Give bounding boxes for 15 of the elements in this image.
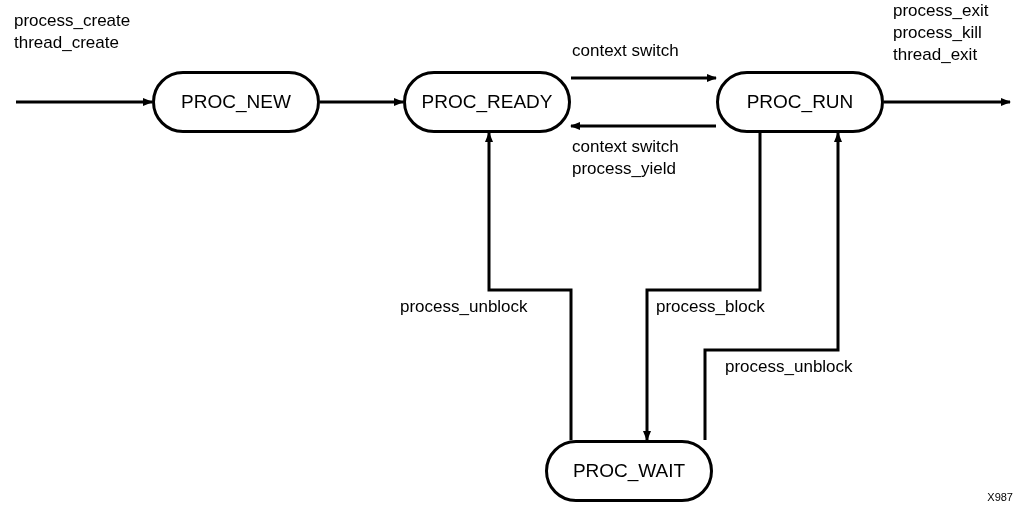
transition-arrow [320, 98, 404, 106]
figure-code: X987 [987, 491, 1013, 503]
state-box [403, 71, 571, 133]
transition-arrow [485, 132, 573, 440]
state-name: PROC_WAIT [572, 460, 686, 482]
transition-arrow [16, 98, 153, 106]
transition-arrow [884, 98, 1011, 106]
transition-arrow [703, 132, 842, 440]
state-name: PROC_NEW [181, 91, 291, 113]
state-box [716, 71, 884, 133]
state-name: PROC_READY [421, 91, 553, 113]
transition-arrow [643, 133, 762, 441]
transition-arrow [570, 122, 716, 130]
transition-arrow [571, 74, 717, 82]
state-name: PROC_RUN [746, 91, 854, 113]
